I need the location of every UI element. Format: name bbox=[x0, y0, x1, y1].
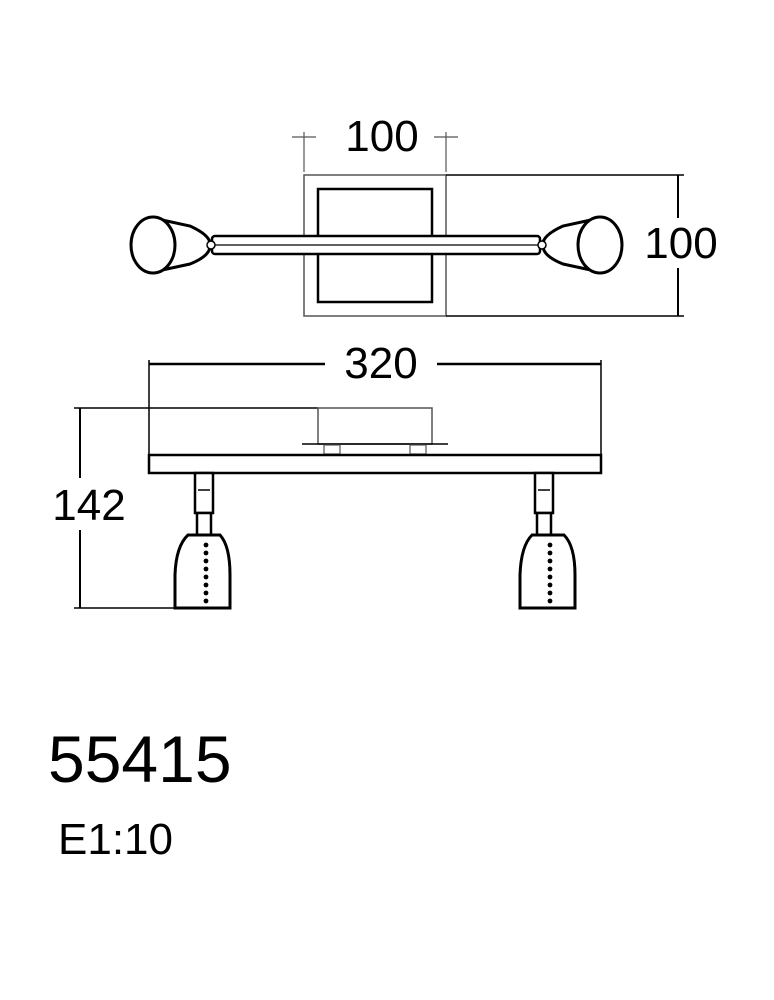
front-height-dimension bbox=[74, 407, 318, 609]
top-depth-dimension bbox=[446, 174, 684, 317]
front-canopy bbox=[302, 407, 448, 455]
model-number: 55415 bbox=[48, 722, 232, 796]
front-right-spot bbox=[518, 471, 577, 610]
front-left-spot-dots bbox=[203, 542, 209, 604]
front-right-spot-dots bbox=[547, 542, 553, 604]
scale-label: E1:10 bbox=[58, 815, 173, 864]
front-left-spot bbox=[173, 471, 232, 610]
front-height-label: 142 bbox=[52, 481, 125, 530]
top-bar bbox=[210, 234, 542, 256]
top-width-label: 100 bbox=[345, 112, 418, 161]
top-right-spot bbox=[537, 215, 624, 275]
top-left-spot bbox=[129, 215, 216, 275]
top-depth-label: 100 bbox=[644, 219, 717, 268]
front-length-dimension bbox=[148, 360, 602, 455]
front-bar bbox=[147, 453, 603, 475]
front-length-label: 320 bbox=[344, 339, 417, 388]
front-view: 320 142 bbox=[52, 339, 603, 610]
top-view: 100 100 bbox=[129, 112, 718, 317]
top-width-dimension bbox=[292, 132, 458, 172]
